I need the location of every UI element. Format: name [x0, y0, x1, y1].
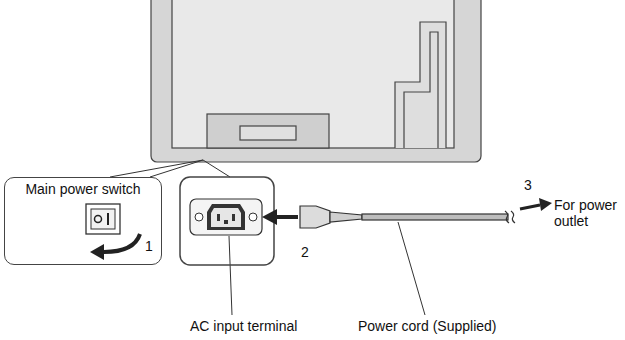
- part-name: AC input terminal: [190, 318, 297, 334]
- turn-arrow: [104, 234, 140, 252]
- insert-arrow: [276, 215, 298, 219]
- power-cord: [300, 206, 515, 228]
- part-name: Power cord (Supplied): [358, 318, 497, 334]
- insert-arrow-head: [262, 209, 277, 225]
- outlet-arrow: [520, 205, 540, 209]
- callout-number: 2: [301, 244, 309, 260]
- monitor-back: [151, 0, 481, 162]
- callout-number: 3: [524, 177, 532, 193]
- callout-number: 1: [145, 238, 153, 254]
- box-heading: Main power switch: [5, 181, 161, 197]
- callout-box: Main power switch: [4, 177, 162, 265]
- leader-lines: [110, 160, 425, 315]
- ac-terminal: [190, 199, 262, 235]
- turn-arrow-head: [90, 244, 104, 260]
- outlet-arrow-head: [539, 198, 552, 211]
- terminal-callout-box: [180, 177, 274, 265]
- destination-note: For power outlet: [554, 197, 622, 229]
- switch-icon: [86, 204, 120, 234]
